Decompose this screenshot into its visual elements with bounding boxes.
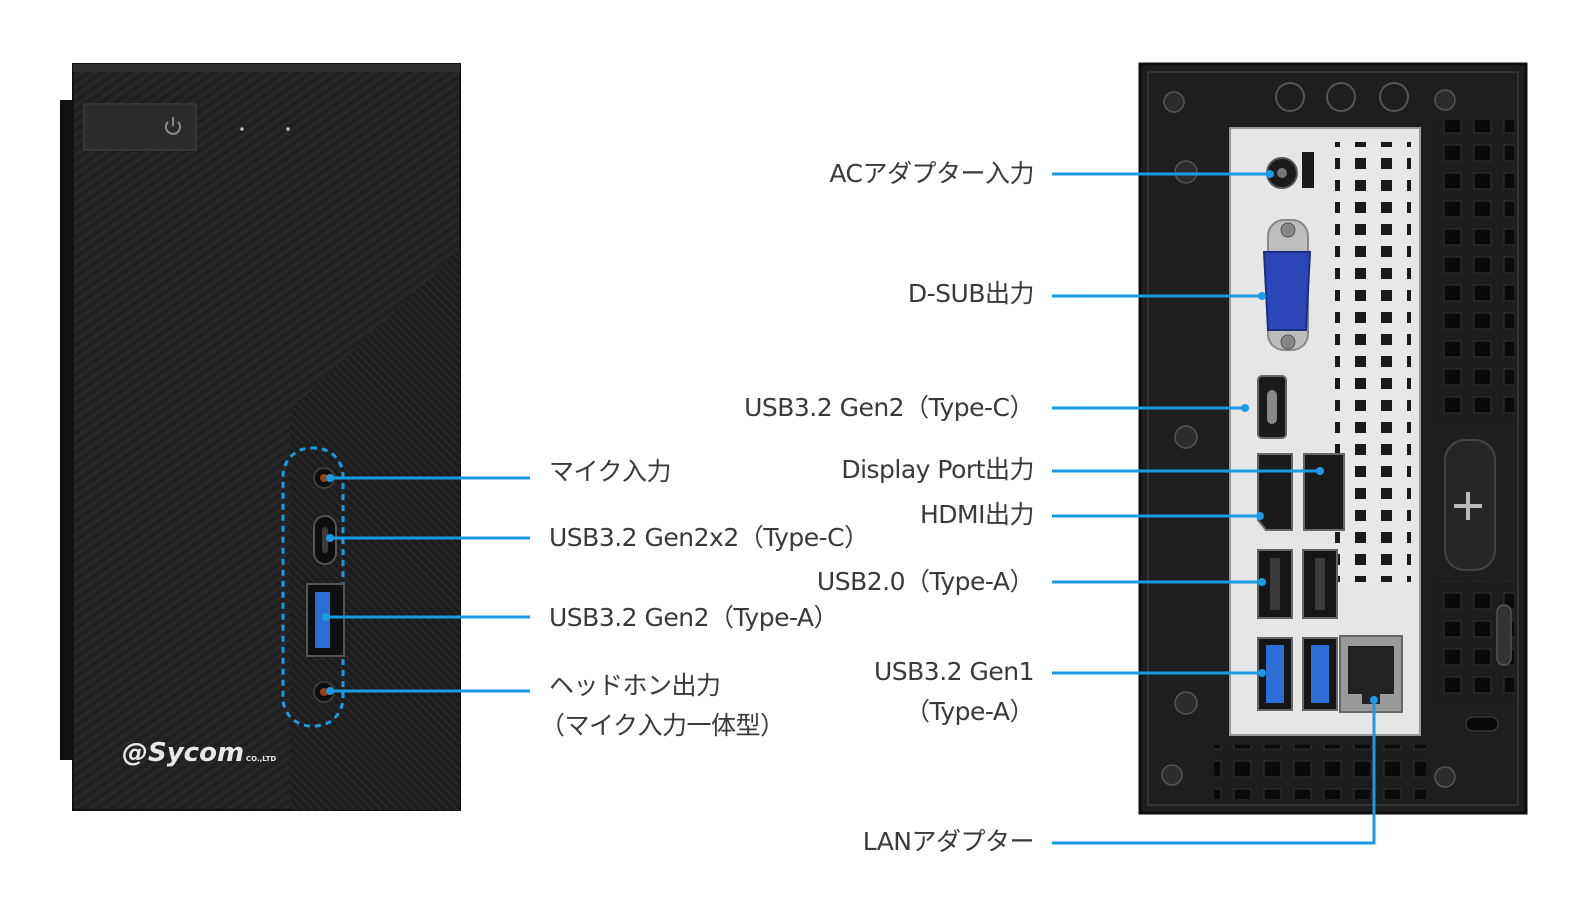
front-callout-dots [322, 474, 334, 695]
screw-icon [1163, 91, 1185, 113]
kensington-slot [1465, 716, 1499, 732]
front-panel [60, 63, 461, 811]
power-icon [165, 117, 181, 135]
callout-dot [1256, 512, 1264, 520]
vga-screw [1280, 222, 1296, 238]
callout-dot [1266, 170, 1274, 178]
headphone-jack-inner [320, 688, 328, 696]
screw-icon [1174, 160, 1198, 184]
callout-dot [326, 534, 334, 542]
rear-case-inner-frame [1147, 71, 1519, 806]
label-rear-usbc: USB3.2 Gen2（Type-C） [744, 393, 1034, 422]
label-headphone-line2: （マイク入力一体型） [540, 711, 785, 740]
displayport [1303, 453, 1345, 531]
rear-callouts [1052, 172, 1376, 845]
callout-dot [1258, 292, 1266, 300]
screw-icon [1434, 766, 1456, 788]
callout-dot [1316, 467, 1324, 475]
callout-dot [1258, 669, 1266, 677]
rear-vent-right [1432, 120, 1514, 420]
plus-icon [1454, 492, 1482, 520]
rear-screws [1161, 89, 1456, 788]
front-case-top-edge [73, 64, 460, 72]
label-ac: ACアダプター入力 [829, 159, 1034, 188]
usb32-gen1-tongue [1311, 645, 1329, 703]
callout-line-lan [1052, 700, 1376, 845]
usb32-gen1-tongue [1266, 645, 1284, 703]
rear-callout-dots [1241, 170, 1378, 704]
label-usb20: USB2.0（Type-A） [816, 567, 1035, 596]
label-usb32g1-line1: USB3.2 Gen1 [873, 657, 1035, 686]
screw-icon [1174, 691, 1198, 715]
callout-dot [1370, 696, 1378, 704]
screw-icon [1434, 89, 1456, 111]
vga-screw [1280, 334, 1296, 350]
rear-panel [1138, 62, 1528, 815]
label-lan: LANアダプター [862, 827, 1035, 856]
dc-jack-bracket [1302, 152, 1314, 188]
io-plate-holes [1335, 142, 1411, 582]
front-usb-c-tongue [322, 527, 328, 553]
label-front-usbc: USB3.2 Gen2x2（Type-C） [549, 523, 869, 552]
callout-dot [1258, 578, 1266, 586]
label-headphone-line1: ヘッドホン出力 [549, 671, 721, 700]
side-slot [1496, 604, 1512, 666]
callout-dot [326, 474, 334, 482]
rear-vent-bottom [1214, 745, 1426, 799]
rear-top-rings [1275, 82, 1409, 112]
mic-jack-inner [320, 474, 328, 482]
lan-port [1348, 646, 1394, 694]
label-dp: Display Port出力 [841, 455, 1034, 484]
led-indicator [286, 127, 290, 131]
usb20-tongue [1315, 558, 1325, 610]
power-button[interactable] [83, 103, 197, 151]
screw-icon [1161, 764, 1183, 786]
label-front-usba: USB3.2 Gen2（Type-A） [549, 603, 839, 632]
front-callouts [326, 476, 530, 693]
callout-dot [322, 613, 330, 621]
front-usb-a-tongue [315, 592, 330, 648]
callout-dot [1241, 404, 1249, 412]
dc-jack-pin [1277, 168, 1287, 178]
led-indicator [240, 127, 244, 131]
vga-port [1262, 251, 1312, 331]
usb20-tongue [1270, 558, 1280, 610]
label-hdmi: HDMI出力 [920, 500, 1035, 529]
hdmi-port [1257, 453, 1293, 531]
label-dsub: D-SUB出力 [907, 279, 1035, 308]
front-lower-panel [290, 250, 460, 810]
screw-icon [1174, 425, 1198, 449]
callout-dot [326, 687, 334, 695]
label-usb32g1-line2: （Type-A） [905, 697, 1035, 726]
rear-usb-c-tongue [1267, 390, 1277, 424]
label-mic: マイク入力 [549, 457, 672, 486]
